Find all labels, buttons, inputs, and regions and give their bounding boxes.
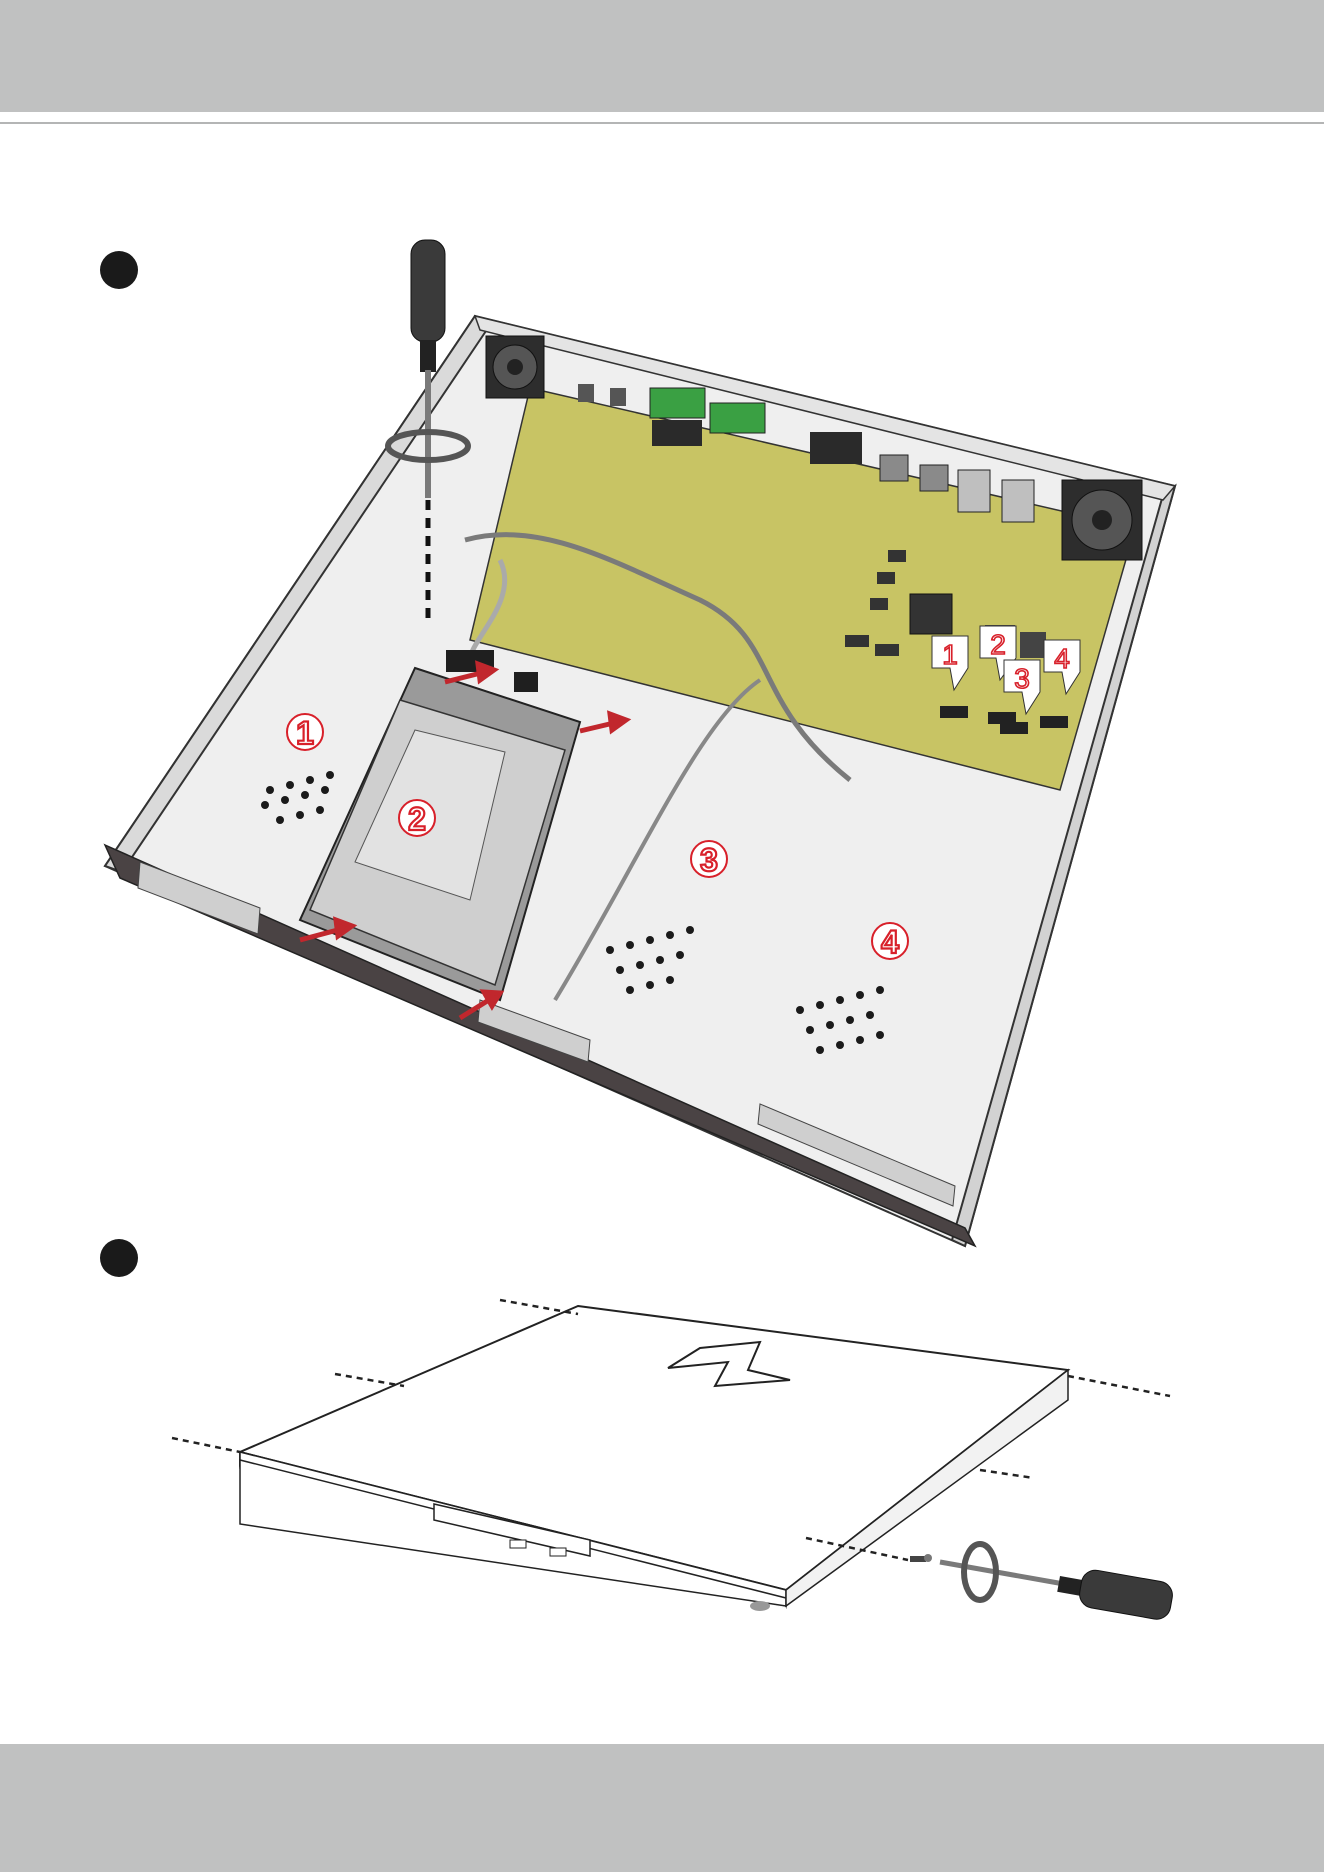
side-screw-icon — [910, 1554, 932, 1562]
screwdriver-side-icon — [940, 1544, 1175, 1621]
front-button-2 — [550, 1548, 566, 1556]
front-button-1 — [510, 1540, 526, 1548]
nvr-foot — [750, 1601, 770, 1611]
slide-direction-arrow — [668, 1342, 790, 1386]
nvr-side-face — [786, 1370, 1068, 1606]
